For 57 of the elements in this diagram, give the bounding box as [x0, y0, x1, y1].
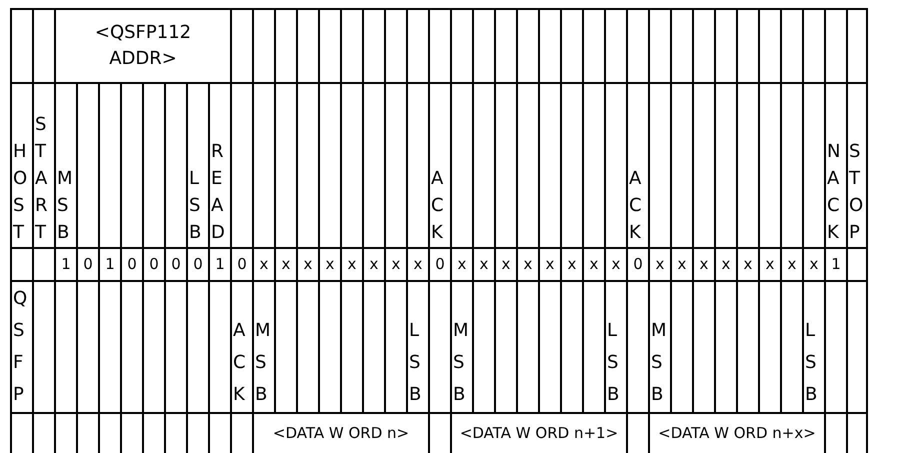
bit-value: x — [282, 257, 290, 272]
address-header: <QSFP112 ADDR> — [94, 21, 192, 71]
bit-value: 0 — [83, 257, 93, 272]
signal-label: MSB — [57, 167, 74, 245]
bit-value: x — [744, 257, 752, 272]
bit-value: x — [568, 257, 576, 272]
bit-value: x — [304, 257, 312, 272]
bit-value: 0 — [435, 257, 445, 272]
bit-value: x — [370, 257, 378, 272]
bit-value: x — [524, 257, 532, 272]
signal-label: MSB — [453, 319, 470, 407]
signal-label: LSB — [607, 319, 620, 407]
signal-label: ACK — [431, 167, 445, 245]
signal-label: ACK — [233, 319, 247, 407]
signal-label: NACK — [827, 140, 842, 245]
bit-value: x — [722, 257, 730, 272]
bit-value: x — [612, 257, 620, 272]
signal-label: ACK — [629, 167, 643, 245]
signal-label: MSB — [255, 319, 272, 407]
bit-value: x — [788, 257, 796, 272]
bit-value: 1 — [215, 257, 225, 272]
signal-label: LSB — [805, 319, 818, 407]
bit-value: x — [700, 257, 708, 272]
bit-value: 0 — [193, 257, 203, 272]
bit-value: x — [656, 257, 664, 272]
bit-value: x — [348, 257, 356, 272]
bit-value: 0 — [633, 257, 643, 272]
bit-value: x — [392, 257, 400, 272]
signal-label: MSB — [651, 319, 668, 407]
bit-value: x — [766, 257, 774, 272]
bit-value: 1 — [831, 257, 841, 272]
signal-label: LSB — [409, 319, 422, 407]
bit-value: 1 — [61, 257, 71, 272]
signal-label: QSFP — [13, 287, 28, 407]
bit-value: x — [810, 257, 818, 272]
bit-value: x — [678, 257, 686, 272]
bit-value: 1 — [105, 257, 115, 272]
bit-value: x — [480, 257, 488, 272]
bit-value: x — [414, 257, 422, 272]
bit-value: 0 — [149, 257, 159, 272]
bit-value: 0 — [127, 257, 137, 272]
bit-value: <DATA W ORD n+1> — [460, 426, 618, 441]
bit-value: x — [326, 257, 334, 272]
bit-value: x — [546, 257, 554, 272]
signal-label: STOP — [849, 140, 864, 245]
bit-value: x — [260, 257, 268, 272]
bit-value: x — [458, 257, 466, 272]
bit-value: x — [502, 257, 510, 272]
bit-value: 0 — [171, 257, 181, 272]
signal-label: LSB — [189, 167, 202, 245]
signal-label: HOST — [13, 140, 28, 245]
bit-value: 0 — [237, 257, 247, 272]
bit-value: <DATA W ORD n+x> — [658, 426, 816, 441]
bit-value: x — [590, 257, 598, 272]
bit-value: <DATA W ORD n> — [272, 426, 410, 441]
signal-label: START — [35, 113, 49, 245]
signal-label: READ — [211, 140, 226, 245]
